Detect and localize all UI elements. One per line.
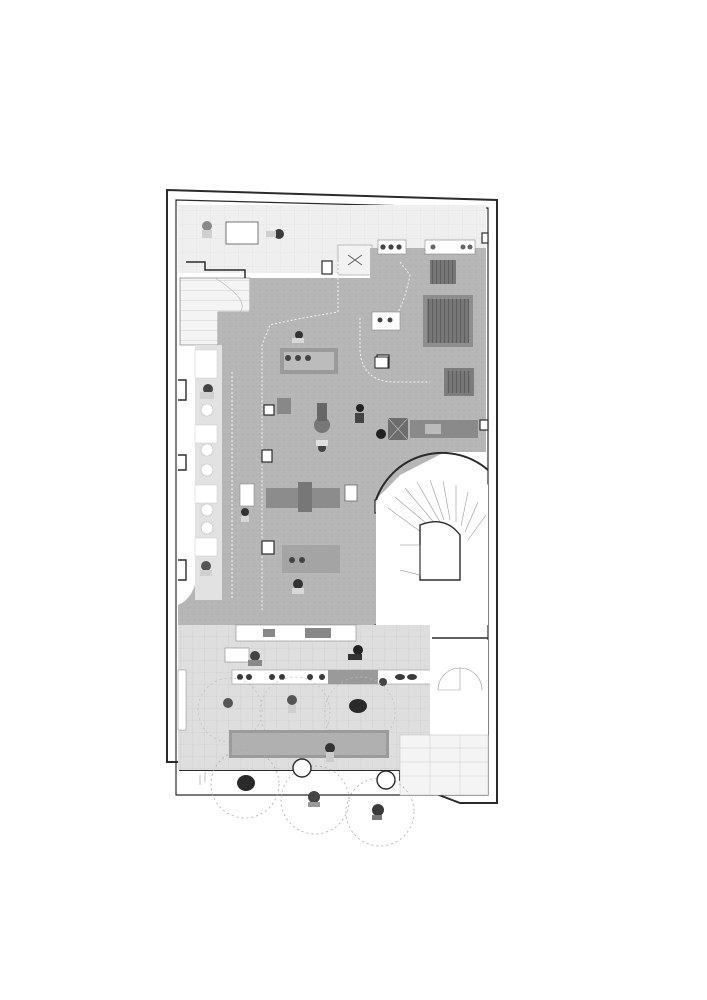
dining-tables [239, 331, 386, 594]
person-figure-counter-3 [287, 695, 297, 713]
front-counter-zone [177, 624, 433, 770]
street-seating [199, 749, 415, 847]
person-figure-hall-4 [316, 440, 328, 452]
sculpture-table [314, 403, 330, 433]
person-figure-hall-3 [292, 579, 304, 594]
person-figure-counter-7 [325, 743, 335, 762]
person-figure-counter-2 [348, 645, 363, 660]
person-figure-hall-6 [376, 429, 386, 439]
person-figure-hall-5 [355, 404, 364, 423]
person-figure-hall-2 [241, 508, 249, 522]
person-figure-window-1 [200, 384, 214, 399]
kitchen-equipment [371, 239, 478, 441]
spiral-staircase [375, 451, 489, 625]
person-figure-counter-6 [379, 678, 387, 686]
person-figure-terrace-2 [266, 229, 284, 239]
person-figure-terrace-1 [202, 221, 212, 238]
person-figure-window-2 [200, 561, 212, 576]
person-figure-street-1 [237, 775, 255, 791]
left-window-seating [178, 349, 218, 581]
right-lower-annex [399, 637, 489, 796]
person-figure-hall-1 [292, 331, 304, 343]
person-figure-street-3 [372, 804, 384, 820]
person-figure-street-2 [308, 791, 320, 807]
person-figure-counter-1 [248, 651, 262, 666]
terrace-table [225, 221, 259, 245]
person-figure-counter-4 [223, 698, 233, 708]
circulation-path [231, 261, 430, 610]
person-figure-counter-5 [349, 699, 367, 713]
